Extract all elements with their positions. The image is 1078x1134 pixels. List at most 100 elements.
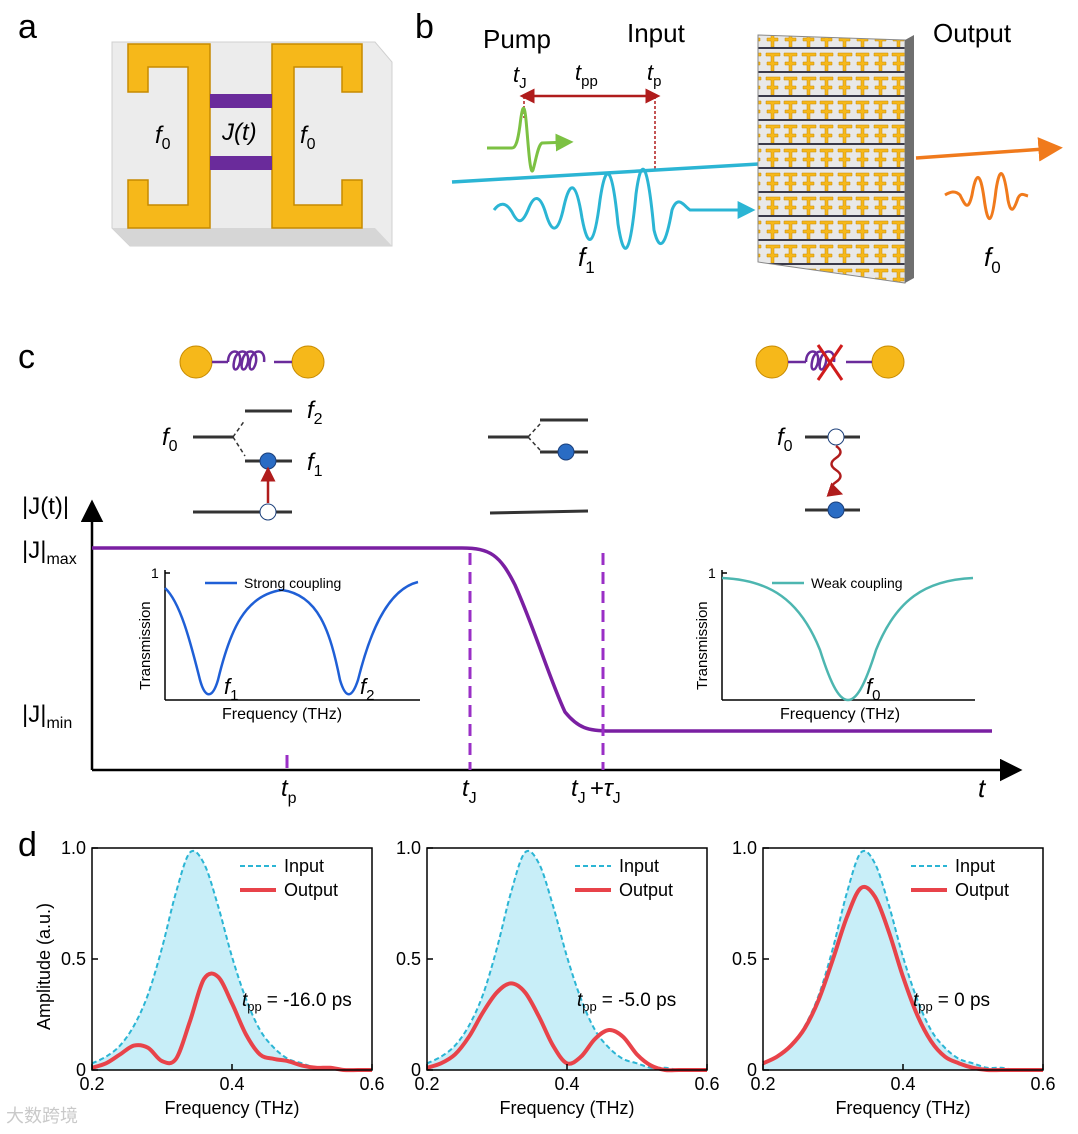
input-fill: [92, 850, 372, 1071]
input-label: Input: [627, 18, 686, 48]
x-axis-label: Frequency (THz): [499, 1098, 634, 1118]
coupling-link-bottom: [210, 156, 272, 170]
energy-levels-weak: f0: [777, 424, 860, 519]
levels-left-f0: f0: [162, 424, 178, 455]
y-tick-label: 1.0: [732, 838, 757, 858]
inset-strong-curve: [164, 580, 419, 696]
input-fill: [427, 850, 707, 1071]
x-axis-label: Frequency (THz): [164, 1098, 299, 1118]
output-line: [91, 971, 372, 1073]
tj-label: tJ: [513, 62, 527, 92]
input-line: [91, 849, 372, 1072]
inset-strong-ylabel: Transmission: [137, 601, 154, 690]
coupling-link-top: [210, 94, 272, 108]
legend-output-label: Output: [955, 880, 1009, 900]
tpp-label: tpp: [575, 60, 598, 90]
coupled-oscillator-icon: [179, 345, 325, 379]
tp-label: tp: [647, 60, 661, 90]
panel-c: c f0: [18, 338, 1023, 807]
tpp-annotation: tpp= -5.0 ps: [577, 990, 676, 1014]
panel-b-label: b: [415, 8, 434, 46]
panel-a: a f0 J(t) f0: [18, 8, 393, 247]
tpp-annotation: tpp= -16.0 ps: [242, 990, 352, 1014]
inset-weak-legend: Weak coupling: [811, 575, 903, 591]
x-tick-label: 0.6: [359, 1074, 384, 1094]
metasurface: [757, 34, 906, 284]
c-x-axis-label: t: [978, 773, 987, 803]
tick-tj-tau: tJ+τJ: [571, 775, 621, 807]
coupling-label: J(t): [221, 119, 257, 146]
x-tick-label: 0.2: [79, 1074, 104, 1094]
watermark: 大数跨境: [6, 1106, 78, 1127]
energy-levels-transition: [488, 418, 589, 515]
output-beam: [915, 137, 1063, 162]
x-tick-label: 0.2: [414, 1074, 439, 1094]
substrate-edge: [112, 228, 392, 246]
panel-b: b Pump Input Output tJ tpp tp f1 f0: [415, 8, 1063, 284]
legend-input-label: Input: [955, 856, 995, 876]
inset-weak-xlabel: Frequency (THz): [780, 706, 900, 723]
inset-weak-curve: [721, 576, 974, 702]
inset-weak-ytick: 1: [708, 565, 716, 581]
x-axis-label: Frequency (THz): [835, 1098, 970, 1118]
f1-label: f1: [578, 242, 595, 277]
inset-strong-dip2: f2: [360, 674, 374, 704]
y-tick-label: 0: [411, 1060, 421, 1080]
inset-strong-legend: Strong coupling: [244, 575, 341, 591]
panel-d-label: d: [18, 826, 37, 864]
x-tick-label: 0.6: [1030, 1074, 1055, 1094]
input-line: [426, 849, 707, 1072]
panel-a-label: a: [18, 8, 37, 46]
decoupled-oscillator-icon: [755, 344, 905, 381]
x-tick-label: 0.4: [890, 1074, 915, 1094]
inset-weak-coupling: 1 Weak coupling Transmission Frequency (…: [694, 565, 975, 723]
panel-c-label: c: [18, 338, 35, 376]
tick-tp: tp: [281, 775, 297, 807]
levels-right-f0: f0: [777, 424, 793, 455]
y-tick-label: 1.0: [396, 838, 421, 858]
energy-levels-strong: f0 f2 f1: [162, 397, 323, 521]
inset-weak-dip: f0: [866, 674, 880, 704]
levels-left-f1: f1: [307, 449, 323, 480]
inset-strong-xlabel: Frequency (THz): [222, 706, 342, 723]
metasurface-edge: [905, 35, 914, 283]
y-tick-label: 0: [76, 1060, 86, 1080]
x-tick-label: 0.4: [554, 1074, 579, 1094]
inset-strong-coupling: 1 Strong coupling Transmission Frequency…: [137, 565, 420, 723]
tick-tj: tJ: [462, 775, 477, 807]
y-tick-label: 1.0: [61, 838, 86, 858]
inset-strong-dip1: f1: [224, 674, 238, 704]
right-f0-label: f0: [300, 122, 316, 153]
output-wave: [944, 172, 1029, 221]
y-tick-label: 0: [747, 1060, 757, 1080]
x-tick-label: 0.6: [694, 1074, 719, 1094]
c-y-axis-label: |J(t)|: [22, 493, 69, 520]
input-fill: [763, 850, 1043, 1071]
input-wave: [492, 167, 756, 250]
tpp-annotation: tpp= 0 ps: [913, 990, 990, 1014]
legend-input-label: Input: [619, 856, 659, 876]
left-f0-label: f0: [155, 122, 171, 153]
output-label: Output: [933, 18, 1012, 48]
pump-label: Pump: [483, 24, 551, 54]
left-resonator: [127, 43, 211, 229]
y-tick-label: 0.5: [732, 949, 757, 969]
inset-weak-ylabel: Transmission: [694, 601, 711, 690]
x-tick-label: 0.2: [750, 1074, 775, 1094]
levels-left-f2: f2: [307, 397, 323, 428]
coupling-curve: [92, 546, 992, 733]
y-tick-label: 0.5: [396, 949, 421, 969]
c-ymin-label: |J|min: [22, 701, 72, 732]
y-tick-label: 0.5: [61, 949, 86, 969]
x-tick-label: 0.4: [219, 1074, 244, 1094]
output-line: [426, 981, 707, 1073]
c-ymax-label: |J|max: [22, 537, 77, 568]
f0-out-label: f0: [984, 242, 1001, 277]
legend-output-label: Output: [284, 880, 338, 900]
